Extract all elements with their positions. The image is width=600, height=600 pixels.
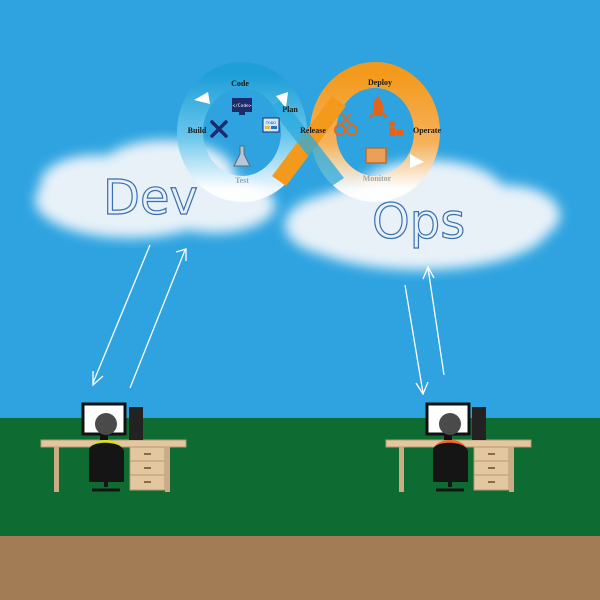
deploy-rocket-icon bbox=[368, 96, 388, 118]
stage-label-test: Test bbox=[235, 176, 249, 185]
dev-word: Dev bbox=[103, 170, 198, 226]
desk-leg bbox=[165, 447, 170, 492]
desk-leg bbox=[509, 447, 514, 492]
arrow-down-line bbox=[404, 284, 424, 394]
stage-label-operate: Operate bbox=[413, 126, 441, 135]
release-crossing-under bbox=[270, 98, 344, 186]
arrow-up-line bbox=[129, 249, 186, 389]
ground bbox=[0, 536, 600, 600]
stage-label-plan: Plan bbox=[282, 105, 298, 114]
loop-arrow-icon bbox=[276, 92, 288, 108]
person-head bbox=[439, 413, 461, 435]
chair bbox=[433, 442, 468, 482]
dev-arrows bbox=[92, 244, 187, 389]
computer-tower bbox=[472, 407, 486, 440]
ops-workstation bbox=[385, 402, 532, 492]
person-head bbox=[95, 413, 117, 435]
arrow-up-icon bbox=[175, 248, 187, 261]
stage-label-release: Release bbox=[300, 126, 326, 135]
monitor-screen-icon bbox=[365, 147, 387, 164]
ops-word: Ops bbox=[372, 194, 465, 250]
arrow-down-line bbox=[92, 244, 151, 384]
release-scissors-icon bbox=[334, 113, 358, 136]
chair bbox=[89, 442, 124, 482]
build-tools-icon bbox=[210, 120, 228, 138]
stage-label-monitor: Monitor bbox=[363, 174, 392, 183]
devops-loop: </Code> TODO bbox=[177, 62, 441, 202]
loop-arrow-icon bbox=[410, 154, 424, 168]
plan-document-icon: TODO bbox=[262, 117, 280, 133]
code-screen-icon: </Code> bbox=[232, 98, 252, 115]
arrow-up-line bbox=[427, 267, 445, 376]
monitor bbox=[81, 402, 127, 436]
computer-tower bbox=[129, 407, 143, 440]
desk-leg bbox=[399, 447, 404, 492]
arrow-up-icon bbox=[422, 265, 435, 280]
desk-leg bbox=[54, 447, 59, 492]
arrow-down-icon bbox=[415, 381, 429, 396]
ops-arrows bbox=[404, 265, 445, 396]
loop-arrow-icon bbox=[194, 92, 210, 104]
svg-text:</Code>: </Code> bbox=[233, 103, 252, 109]
test-flask-icon bbox=[233, 145, 251, 167]
stage-label-build: Build bbox=[188, 126, 207, 135]
dev-workstation bbox=[40, 402, 187, 492]
svg-text:TODO: TODO bbox=[265, 121, 277, 125]
stage-label-code: Code bbox=[231, 79, 249, 88]
arrow-down-icon bbox=[92, 371, 104, 387]
operate-person-icon bbox=[389, 121, 403, 136]
stage-label-deploy: Deploy bbox=[368, 78, 392, 87]
